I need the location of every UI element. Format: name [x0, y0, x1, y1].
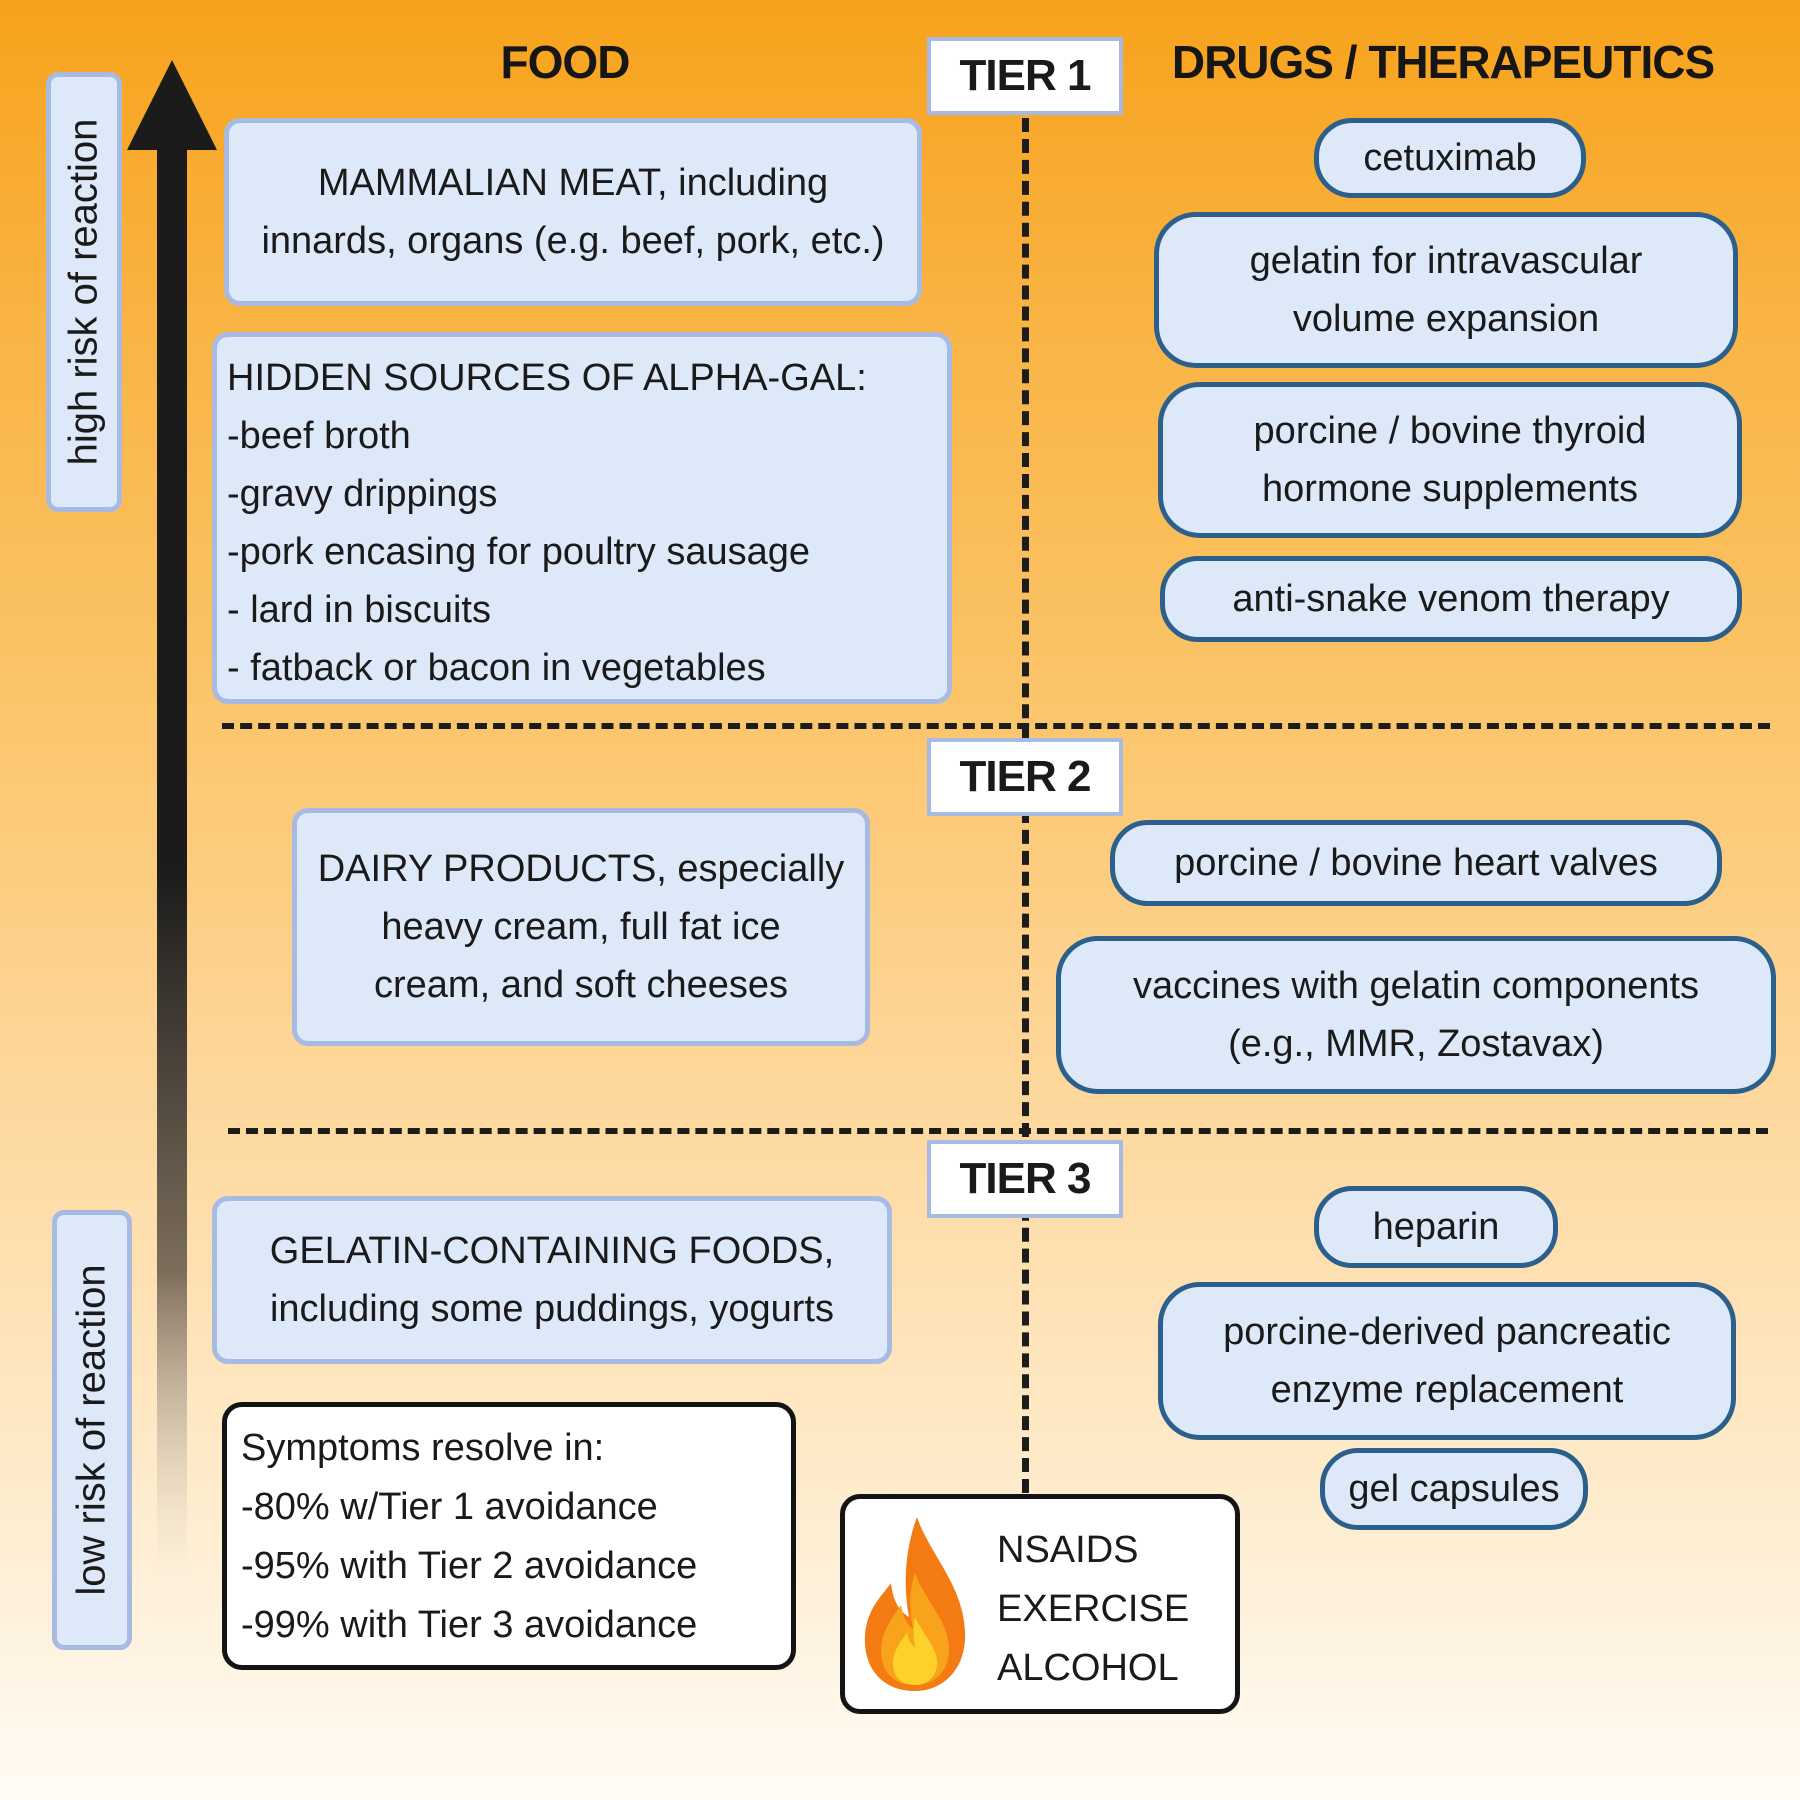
drugs-header: DRUGS / THERAPEUTICS: [1171, 36, 1715, 88]
food-dairy-products: DAIRY PRODUCTS, especially heavy cream, …: [292, 808, 870, 1046]
drug-gelatin-vaccines: vaccines with gelatin components (e.g., …: [1056, 936, 1776, 1094]
tier-3-label: TIER 3: [927, 1140, 1123, 1218]
flame-icon: [864, 1517, 966, 1691]
cofactor-alcohol: ALCOHOL: [997, 1647, 1179, 1689]
food-gelatin-containing: GELATIN-CONTAINING FOODS, including some…: [212, 1196, 892, 1364]
drug-gel-capsules: gel capsules: [1320, 1448, 1588, 1530]
drug-pancreatic-enzyme: porcine-derived pancreatic enzyme replac…: [1158, 1282, 1736, 1440]
cofactors-box: NSAIDS EXERCISE ALCOHOL: [840, 1494, 1240, 1714]
drug-anti-snake-venom: anti-snake venom therapy: [1160, 556, 1742, 642]
cofactor-nsaids: NSAIDS: [997, 1529, 1139, 1571]
drug-heart-valves: porcine / bovine heart valves: [1110, 820, 1722, 906]
symptoms-resolve-box: Symptoms resolve in: -80% w/Tier 1 avoid…: [222, 1402, 796, 1670]
tier-divider-2-3: [228, 1128, 1768, 1134]
low-risk-label: low risk of reaction: [52, 1210, 132, 1650]
tier-2-label: TIER 2: [927, 738, 1123, 816]
drug-cetuximab: cetuximab: [1314, 118, 1586, 198]
tier-1-label: TIER 1: [927, 37, 1123, 115]
food-mammalian-meat: MAMMALIAN MEAT, including innards, organ…: [224, 118, 922, 306]
food-header: FOOD: [500, 36, 631, 88]
arrow-up-icon: [127, 60, 217, 1590]
food-hidden-sources: HIDDEN SOURCES OF ALPHA-GAL: -beef broth…: [212, 332, 952, 704]
drug-thyroid-hormone: porcine / bovine thyroid hormone supplem…: [1158, 382, 1742, 538]
drug-gelatin-volume-expansion: gelatin for intravascular volume expansi…: [1154, 212, 1738, 368]
drug-heparin: heparin: [1314, 1186, 1558, 1268]
tier-divider-1-2: [222, 723, 1770, 729]
cofactor-exercise: EXERCISE: [997, 1588, 1190, 1630]
high-risk-label: high risk of reaction: [46, 72, 122, 512]
